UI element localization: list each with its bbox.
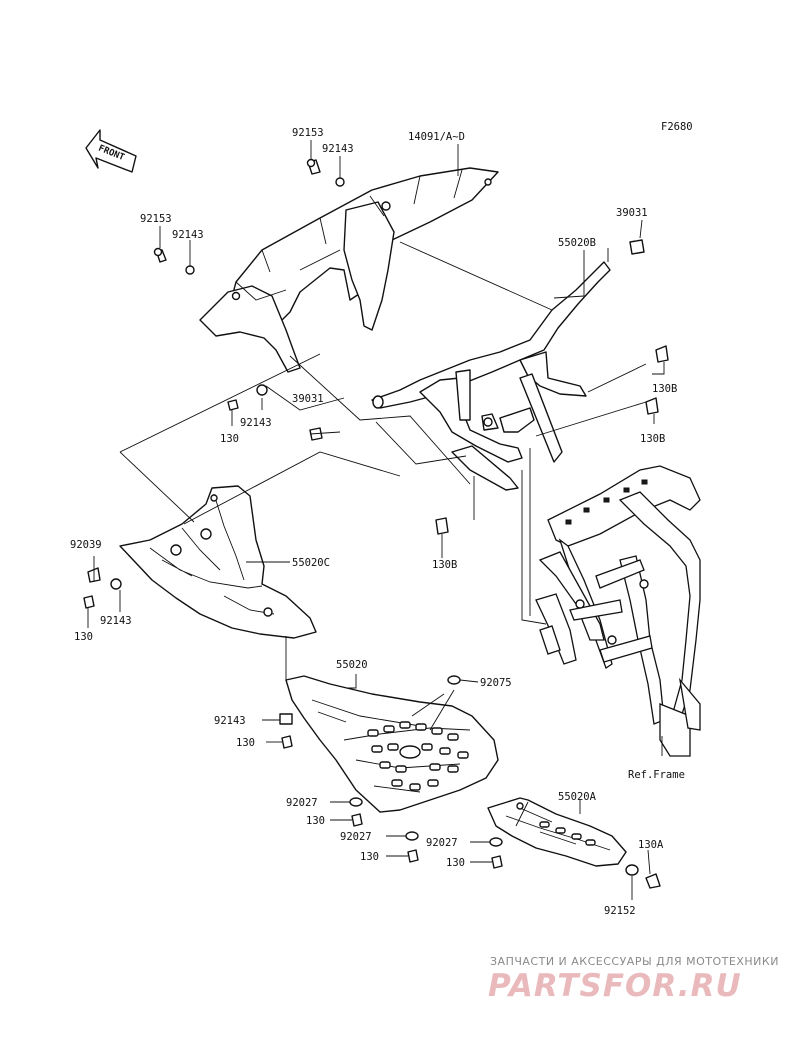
callout-130-mid: 130 — [220, 433, 239, 445]
callout-39031-mid: 39031 — [292, 393, 324, 405]
callout-92075: 92075 — [480, 677, 512, 689]
front-guard-part — [199, 167, 499, 373]
callout-92153-top: 92153 — [292, 127, 324, 139]
front-frame-bar-part — [371, 261, 611, 491]
callout-55020a: 55020A — [558, 791, 597, 803]
callout-92143-low: 92143 — [100, 615, 132, 627]
callout-55020b: 55020B — [558, 237, 596, 249]
callout-130-a: 130 — [306, 815, 325, 827]
callout-130-low: 130 — [74, 631, 93, 643]
watermark-brand: PARTSFOR.RU — [488, 968, 742, 1004]
callout-92027-a: 92027 — [286, 797, 318, 809]
callout-130-plate: 130 — [236, 737, 255, 749]
callout-130b-1: 130B — [652, 383, 677, 395]
callout-92039: 92039 — [70, 539, 102, 551]
callout-130a: 130A — [638, 839, 664, 851]
callout-92152: 92152 — [604, 905, 636, 917]
callout-55020c: 55020C — [292, 557, 330, 569]
watermark-caption: ЗАПЧАСТИ И АКСЕССУАРЫ ДЛЯ МОТОТЕХНИКИ — [490, 955, 779, 968]
fasteners — [83, 158, 669, 889]
callout-92027-b: 92027 — [340, 831, 372, 843]
side-guard-part — [119, 485, 317, 639]
callout-92027-c: 92027 — [426, 837, 458, 849]
callout-92143-top: 92143 — [322, 143, 354, 155]
callout-14091: 14091/A~D — [408, 131, 465, 143]
callout-92143-left: 92143 — [172, 229, 204, 241]
callout-130-b: 130 — [360, 851, 379, 863]
callout-130-c: 130 — [446, 857, 465, 869]
callout-92143-mid: 92143 — [240, 417, 272, 429]
reference-frame-label: Ref.Frame — [628, 769, 685, 781]
callout-92153-left: 92153 — [140, 213, 172, 225]
reference-frame-part — [535, 465, 701, 757]
skid-plate-slots — [367, 721, 469, 791]
rear-guard-part — [487, 797, 627, 867]
callout-130b-2: 130B — [640, 433, 665, 445]
front-arrow-icon: FRONT — [85, 129, 137, 173]
callout-39031-right: 39031 — [616, 207, 648, 219]
figure-code: F2680 — [661, 121, 693, 133]
callout-130b-3: 130B — [432, 559, 457, 571]
leader-lines — [87, 140, 665, 900]
callout-92143-plate: 92143 — [214, 715, 246, 727]
skid-plate-part — [285, 675, 499, 813]
callout-55020: 55020 — [336, 659, 368, 671]
